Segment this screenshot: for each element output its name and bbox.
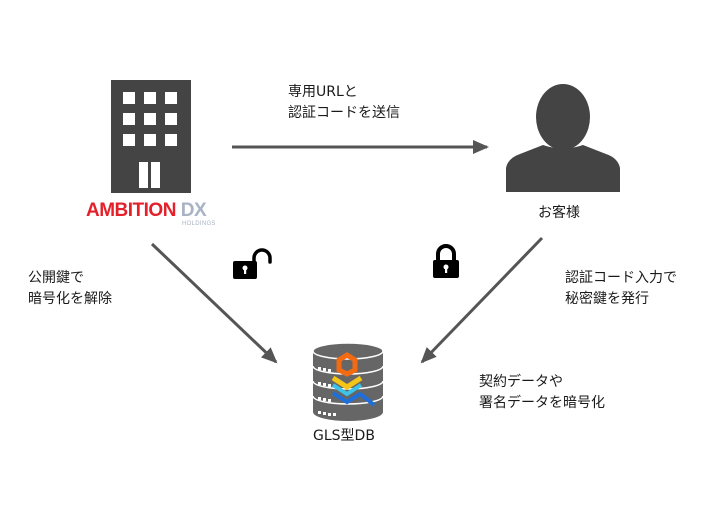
brand-secondary: DX [180,200,207,221]
database-icon [312,342,384,421]
company-logo: AMBITION DX HOLDINGS [86,201,216,228]
customer-label: お客様 [538,205,580,221]
arrow-customer-to-db [420,236,544,364]
person-icon [506,84,620,192]
lock-icon [433,244,459,278]
arrow-company-to-db [150,242,278,364]
customer-to-db-label: 認証コード入力で 秘密鍵を発行 [565,270,677,307]
gls-logo-icon [331,352,376,407]
brand-primary: AMBITION [86,200,176,221]
company-to-db-label: 公開鍵で 暗号化を解除 [28,270,112,307]
db-note: 契約データや 署名データを暗号化 [479,374,605,411]
database-label: GLS型DB [313,428,375,444]
building-icon [111,80,191,193]
brand-sub: HOLDINGS [182,221,216,227]
unlock-icon [233,248,272,279]
company-to-customer-label: 専用URLと 認証コードを送信 [288,84,400,121]
